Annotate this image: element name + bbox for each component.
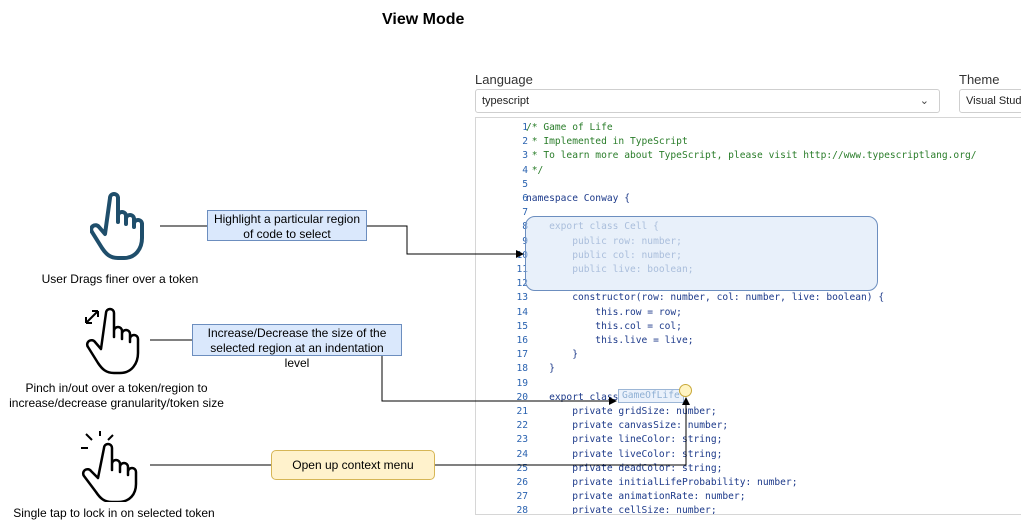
code-line[interactable]: 27 private animationRate: number; bbox=[476, 490, 1021, 504]
theme-select-value: Visual Studio bbox=[966, 95, 1021, 107]
line-number: 10 bbox=[516, 249, 528, 261]
code-text: this.row = row; bbox=[526, 306, 682, 318]
code-line[interactable]: 18 } bbox=[476, 362, 1021, 376]
code-text: private deadColor: string; bbox=[526, 462, 723, 474]
selected-region-highlight[interactable] bbox=[525, 216, 878, 291]
line-number: 26 bbox=[516, 477, 528, 488]
context-menu-callout: Open up context menu bbox=[271, 450, 435, 480]
line-number: 23 bbox=[516, 434, 528, 446]
pinch-hand-icon bbox=[85, 307, 140, 375]
line-number: 14 bbox=[516, 306, 528, 318]
highlight-callout: Highlight a particular region of code to… bbox=[207, 210, 367, 241]
code-line[interactable]: 19 bbox=[476, 377, 1021, 391]
tap-caption: Single tap to lock in on selected token bbox=[13, 506, 215, 520]
code-line[interactable]: 20 export class bbox=[476, 391, 1021, 405]
code-line[interactable]: 12 bbox=[476, 277, 1021, 291]
code-text: export class bbox=[526, 391, 619, 403]
code-line[interactable]: 28 private cellSize: number; bbox=[476, 504, 1021, 515]
line-number: 13 bbox=[516, 292, 528, 304]
code-text: private liveColor: string; bbox=[526, 448, 723, 460]
touch-point-marker bbox=[679, 384, 692, 397]
tap-hand-icon bbox=[81, 431, 138, 502]
code-line[interactable]: 2 * Implemented in TypeScript bbox=[476, 135, 1021, 149]
line-number: 15 bbox=[516, 320, 528, 332]
code-text: constructor(row: number, col: number, li… bbox=[526, 292, 885, 304]
code-line[interactable]: 24 private liveColor: string; bbox=[476, 448, 1021, 462]
line-number: 21 bbox=[516, 406, 528, 417]
code-text: } bbox=[526, 349, 578, 361]
line-number: 18 bbox=[516, 363, 528, 375]
code-line[interactable]: 25 private deadColor: string; bbox=[476, 462, 1021, 476]
code-text: export class Cell { bbox=[526, 221, 659, 233]
line-number: 22 bbox=[516, 420, 528, 432]
theme-label: Theme bbox=[959, 72, 1000, 87]
code-text: public col: number; bbox=[526, 249, 682, 261]
language-label: Language bbox=[475, 72, 533, 87]
line-number: 9 bbox=[522, 235, 528, 247]
code-text: private gridSize: number; bbox=[526, 406, 717, 417]
code-line[interactable]: 21 private gridSize: number; bbox=[476, 405, 1021, 419]
page-title: View Mode bbox=[382, 11, 465, 28]
line-number: 6 bbox=[522, 193, 528, 204]
line-number: 12 bbox=[516, 278, 528, 290]
chevron-down-icon: ⌄ bbox=[919, 95, 929, 107]
code-text: public row: number; bbox=[526, 235, 682, 247]
line-number: 25 bbox=[516, 462, 528, 474]
line-number: 16 bbox=[516, 335, 528, 346]
line-number: 1 bbox=[522, 122, 528, 133]
code-line[interactable]: 26 private initialLifeProbability: numbe… bbox=[476, 476, 1021, 490]
selected-token[interactable]: GameOfLife bbox=[618, 389, 684, 403]
code-text: * To learn more about TypeScript, please… bbox=[526, 150, 977, 162]
code-line[interactable]: 14 this.row = row; bbox=[476, 306, 1021, 320]
line-number: 20 bbox=[516, 391, 528, 403]
code-line[interactable]: 4 */ bbox=[476, 164, 1021, 178]
line-number: 2 bbox=[522, 136, 528, 148]
code-text: /* Game of Life bbox=[526, 122, 613, 133]
pinch-caption: Pinch in/out over a token/region to incr… bbox=[9, 381, 224, 410]
code-line[interactable]: 7 bbox=[476, 206, 1021, 220]
code-line[interactable]: 15 this.col = col; bbox=[476, 320, 1021, 334]
code-line[interactable]: 17 } bbox=[476, 348, 1021, 362]
code-line[interactable]: 16 this.live = live; bbox=[476, 334, 1021, 348]
code-text: private cellSize: number; bbox=[526, 505, 717, 515]
language-select[interactable]: typescript ⌄ bbox=[475, 89, 940, 113]
line-number: 5 bbox=[522, 178, 528, 190]
theme-select[interactable]: Visual Studio bbox=[959, 89, 1021, 113]
line-number: 17 bbox=[516, 349, 528, 361]
line-number: 27 bbox=[516, 491, 528, 503]
line-number: 19 bbox=[516, 377, 528, 389]
code-text: * Implemented in TypeScript bbox=[526, 136, 688, 148]
resize-callout: Increase/Decrease the size of the select… bbox=[192, 324, 402, 370]
code-line[interactable]: 5 bbox=[476, 178, 1021, 192]
line-number: 4 bbox=[522, 164, 528, 176]
line-number: 28 bbox=[516, 505, 528, 515]
code-line[interactable]: 22 private canvasSize: number; bbox=[476, 419, 1021, 433]
line-number: 11 bbox=[516, 264, 528, 275]
code-text: private initialLifeProbability: number; bbox=[526, 477, 798, 488]
code-text: namespace Conway { bbox=[526, 193, 630, 204]
language-select-value: typescript bbox=[482, 95, 530, 107]
code-text: this.col = col; bbox=[526, 320, 682, 332]
code-line[interactable]: 11 public live: boolean; bbox=[476, 263, 1021, 277]
code-text: private animationRate: number; bbox=[526, 491, 746, 503]
code-line[interactable]: 23 private lineColor: string; bbox=[476, 433, 1021, 447]
code-text: private canvasSize: number; bbox=[526, 420, 729, 432]
line-number: 8 bbox=[522, 221, 528, 233]
code-text: this.live = live; bbox=[526, 335, 694, 346]
line-number: 3 bbox=[522, 150, 528, 162]
pointing-hand-icon bbox=[90, 192, 144, 260]
line-number: 7 bbox=[522, 207, 528, 219]
code-line[interactable]: 1/* Game of Life bbox=[476, 121, 1021, 135]
line-number: 24 bbox=[516, 448, 528, 460]
code-text: } bbox=[526, 363, 555, 375]
code-text: public live: boolean; bbox=[526, 264, 694, 275]
code-line[interactable]: 13 constructor(row: number, col: number,… bbox=[476, 291, 1021, 305]
code-text: */ bbox=[526, 164, 544, 176]
drag-caption: User Drags finer over a token bbox=[41, 272, 199, 286]
code-line[interactable]: 3 * To learn more about TypeScript, plea… bbox=[476, 149, 1021, 163]
code-text: private lineColor: string; bbox=[526, 434, 723, 446]
